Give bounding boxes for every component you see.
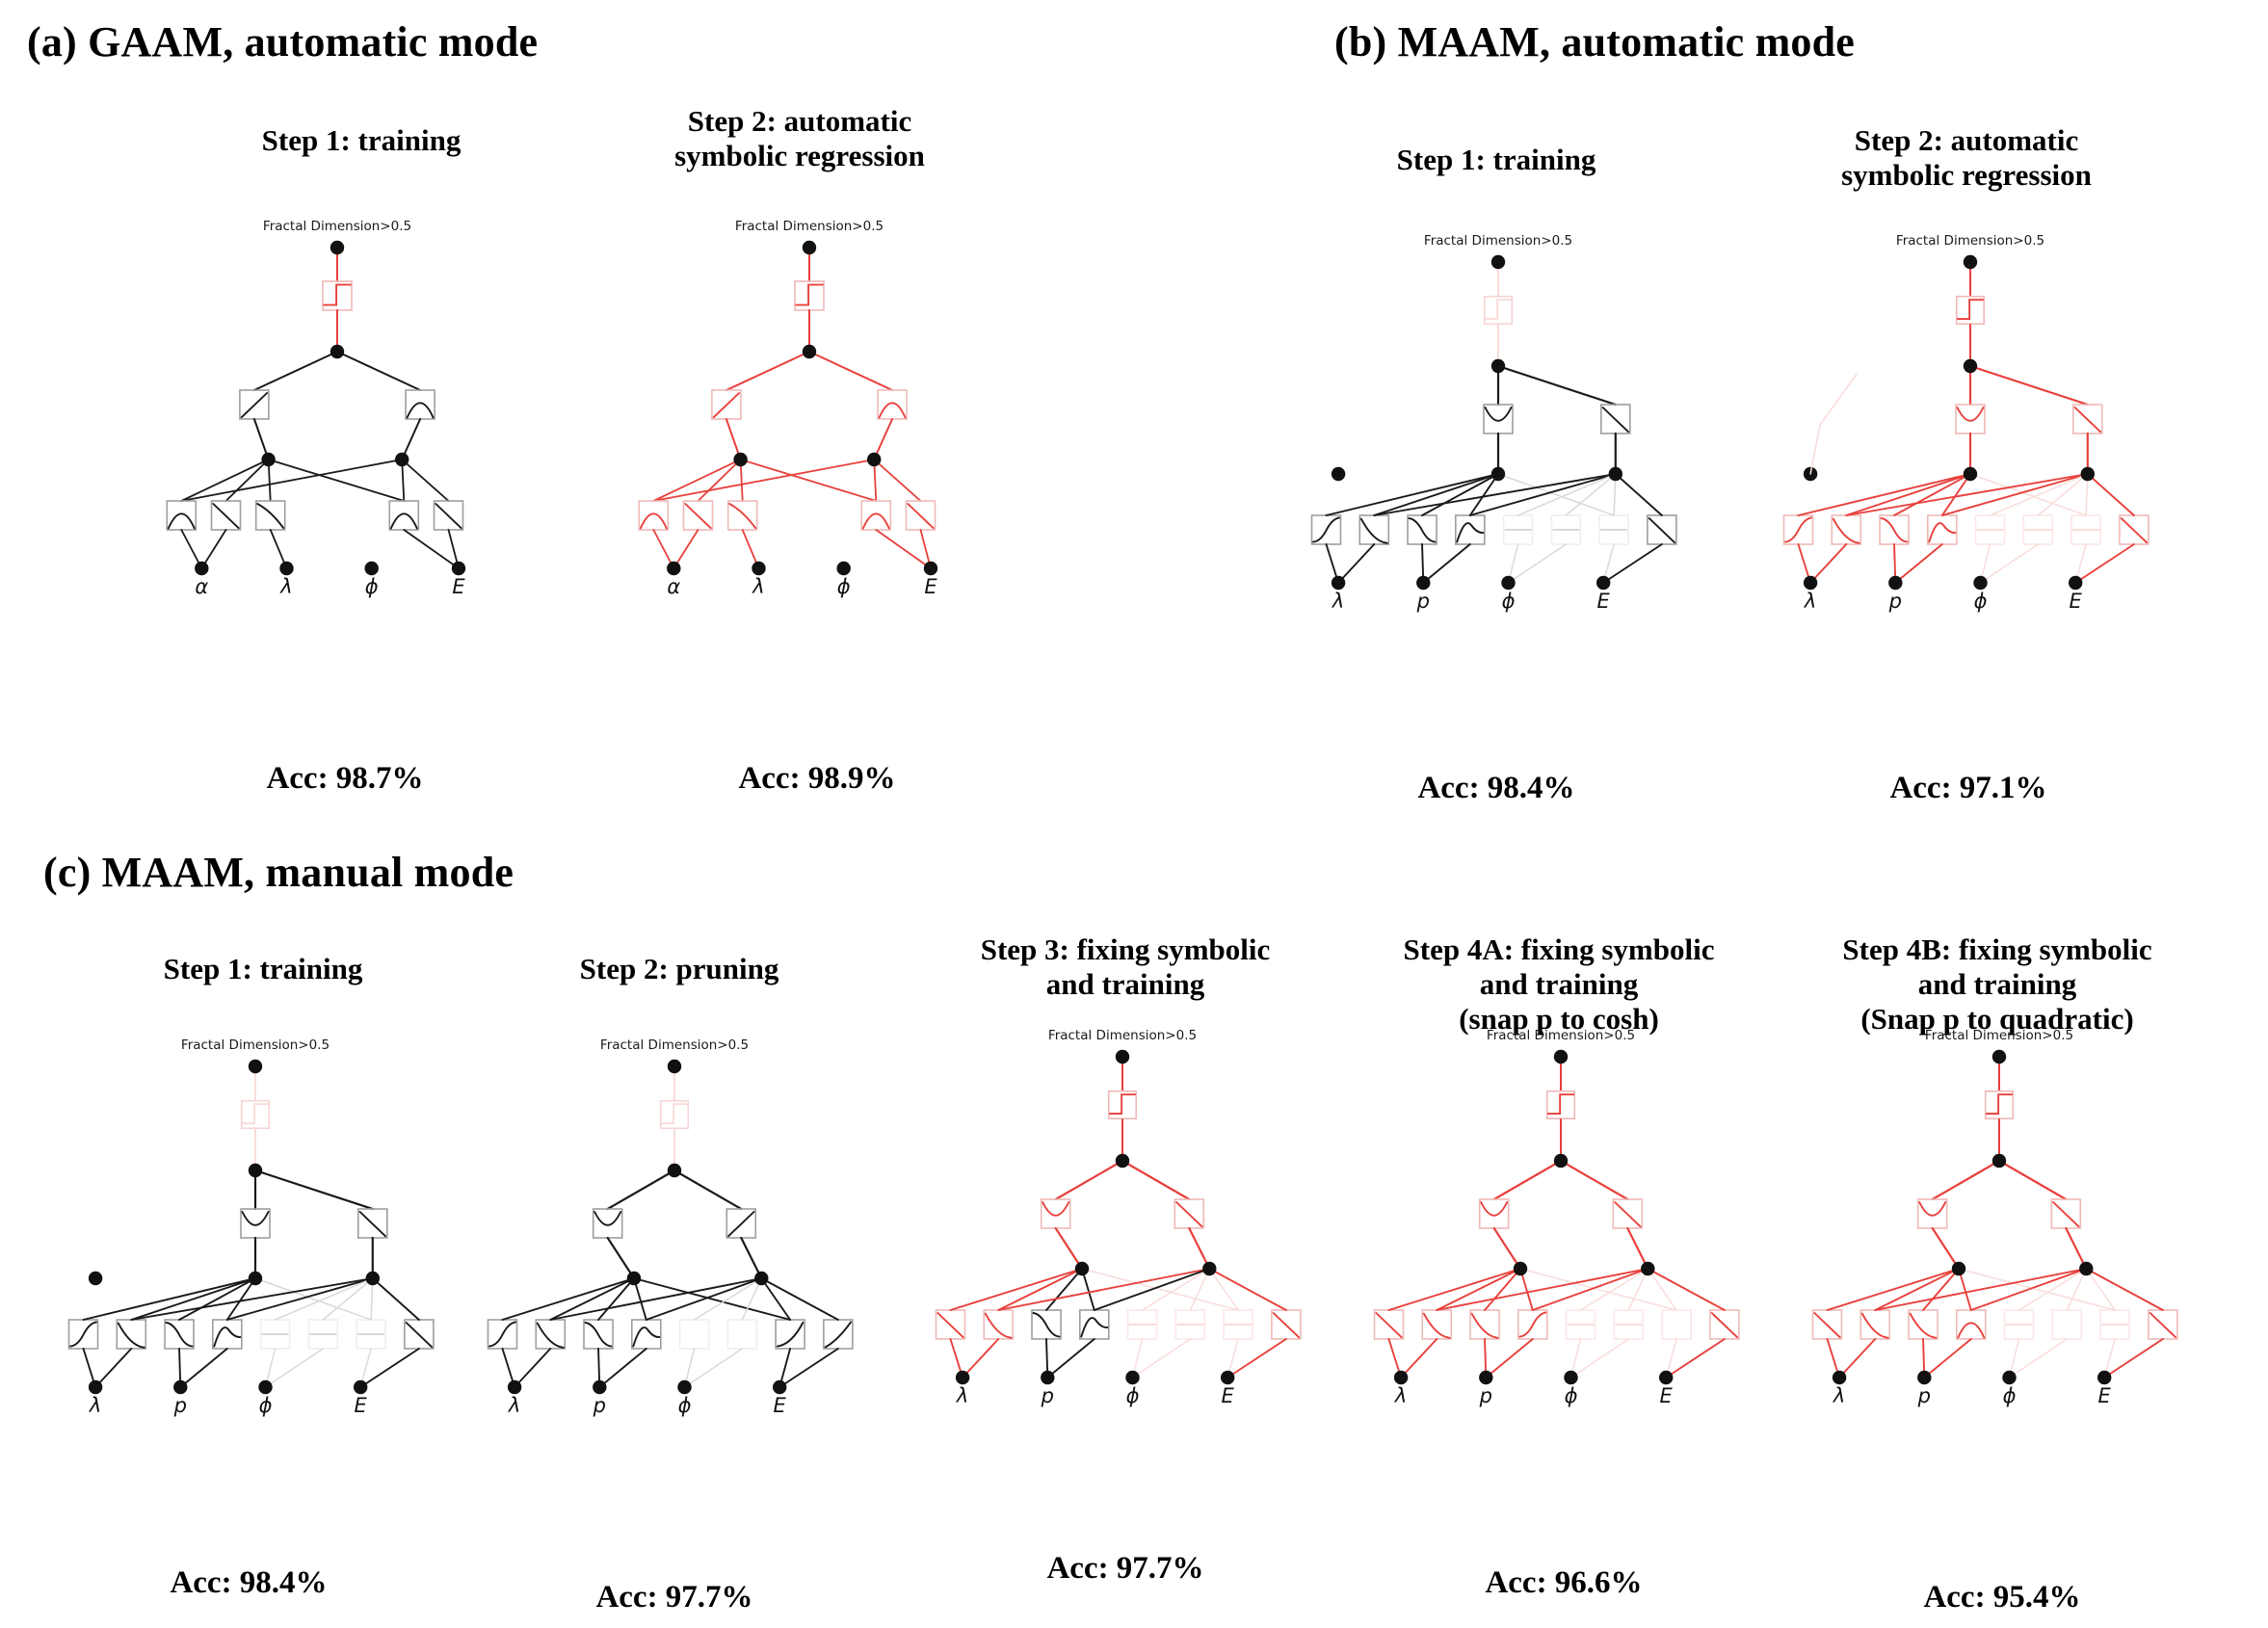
svg-text:E: E	[2098, 1384, 2112, 1407]
svg-text:E: E	[1597, 590, 1611, 613]
step-title-b2: Step 2: automatic symbolic regression	[1841, 123, 2092, 192]
step-title-c4a: Step 4A: fixing symbolic and training (s…	[1403, 932, 1715, 1036]
accuracy-label-a2: Acc: 98.9%	[738, 761, 896, 796]
step-title-c3: Step 3: fixing symbolic and training	[980, 932, 1271, 1001]
svg-text:ϕ: ϕ	[2003, 1384, 2017, 1407]
svg-text:ϕ: ϕ	[1126, 1384, 1140, 1407]
svg-text:ϕ: ϕ	[1974, 590, 1988, 613]
svg-text:ϕ: ϕ	[1565, 1384, 1578, 1407]
svg-text:α: α	[667, 575, 680, 598]
svg-text:Fractal Dimension>0.5: Fractal Dimension>0.5	[1925, 1028, 2073, 1043]
svg-text:Fractal Dimension>0.5: Fractal Dimension>0.5	[1896, 233, 2044, 249]
step-title-a2: Step 2: automatic symbolic regression	[674, 104, 925, 172]
svg-text:Fractal Dimension>0.5: Fractal Dimension>0.5	[1048, 1028, 1197, 1043]
svg-text:Fractal Dimension>0.5: Fractal Dimension>0.5	[735, 219, 883, 234]
network-diagram-b2: Fractal Dimension>0.5 λ p ϕ E	[1768, 222, 2173, 613]
svg-text:p: p	[173, 1394, 187, 1417]
svg-text:α: α	[195, 575, 208, 598]
svg-text:λ: λ	[1833, 1384, 1845, 1407]
svg-text:E: E	[355, 1394, 368, 1417]
svg-text:Fractal Dimension>0.5: Fractal Dimension>0.5	[181, 1037, 330, 1053]
svg-text:Fractal Dimension>0.5: Fractal Dimension>0.5	[1424, 233, 1572, 249]
svg-text:λ: λ	[508, 1394, 520, 1417]
svg-text:λ: λ	[1394, 1384, 1407, 1407]
network-diagram-c1: Fractal Dimension>0.5 λ p ϕ E	[53, 1026, 458, 1417]
accuracy-label-b2: Acc: 97.1%	[1889, 771, 2047, 805]
svg-text:Fractal Dimension>0.5: Fractal Dimension>0.5	[600, 1037, 749, 1053]
svg-text:Fractal Dimension>0.5: Fractal Dimension>0.5	[1487, 1028, 1635, 1043]
network-diagram-c4a: Fractal Dimension>0.5 λ p ϕ E	[1358, 1016, 1763, 1407]
step-title-b1: Step 1: training	[1396, 143, 1596, 176]
svg-text:λ: λ	[752, 575, 764, 598]
svg-text:λ: λ	[956, 1384, 968, 1407]
svg-text:ϕ: ϕ	[1502, 590, 1516, 613]
step-title-a1: Step 1: training	[261, 123, 462, 157]
svg-text:λ: λ	[89, 1394, 101, 1417]
accuracy-label-c2: Acc: 97.7%	[595, 1580, 753, 1615]
step-title-c2: Step 2: pruning	[579, 952, 779, 985]
network-diagram-a1: Fractal Dimension>0.5 α λ ϕ E	[135, 207, 540, 598]
svg-text:p: p	[1888, 590, 1902, 613]
svg-text:p: p	[1416, 590, 1430, 613]
svg-text:λ: λ	[1804, 590, 1816, 613]
svg-text:E: E	[2070, 590, 2083, 613]
accuracy-label-c4b: Acc: 95.4%	[1923, 1580, 2081, 1615]
svg-text:E: E	[1222, 1384, 1235, 1407]
accuracy-label-c3: Acc: 97.7%	[1046, 1551, 1204, 1586]
svg-text:E: E	[1660, 1384, 1674, 1407]
svg-text:λ: λ	[279, 575, 292, 598]
svg-text:λ: λ	[1332, 590, 1344, 613]
network-diagram-c2: Fractal Dimension>0.5 λ p ϕ E	[472, 1026, 877, 1417]
step-title-c1: Step 1: training	[163, 952, 363, 985]
svg-text:ϕ: ϕ	[837, 575, 851, 598]
svg-text:ϕ: ϕ	[259, 1394, 273, 1417]
svg-text:p: p	[1479, 1384, 1492, 1407]
panel-title-b: (b) MAAM, automatic mode	[1334, 18, 1856, 66]
network-diagram-c4b: Fractal Dimension>0.5 λ p ϕ E	[1797, 1016, 2202, 1407]
svg-text:ϕ: ϕ	[365, 575, 379, 598]
accuracy-label-c4a: Acc: 96.6%	[1485, 1565, 1643, 1600]
network-diagram-b1: Fractal Dimension>0.5 λ p ϕ E	[1296, 222, 1701, 613]
svg-text:E: E	[452, 575, 465, 598]
panel-title-c: (c) MAAM, manual mode	[43, 849, 514, 896]
svg-text:p: p	[1041, 1384, 1054, 1407]
svg-text:ϕ: ϕ	[678, 1394, 692, 1417]
network-diagram-c3: Fractal Dimension>0.5 λ p ϕ E	[920, 1016, 1325, 1407]
step-title-c4b: Step 4B: fixing symbolic and training (S…	[1842, 932, 2152, 1036]
svg-text:p: p	[1917, 1384, 1931, 1407]
svg-text:Fractal Dimension>0.5: Fractal Dimension>0.5	[263, 219, 411, 234]
svg-text:E: E	[924, 575, 937, 598]
accuracy-label-a1: Acc: 98.7%	[266, 761, 424, 796]
accuracy-label-b1: Acc: 98.4%	[1417, 771, 1575, 805]
network-diagram-a2: Fractal Dimension>0.5 α λ ϕ E	[607, 207, 1012, 598]
accuracy-label-c1: Acc: 98.4%	[170, 1565, 328, 1600]
panel-title-a: (a) GAAM, automatic mode	[27, 18, 539, 66]
svg-text:E: E	[774, 1394, 787, 1417]
svg-text:p: p	[593, 1394, 606, 1417]
